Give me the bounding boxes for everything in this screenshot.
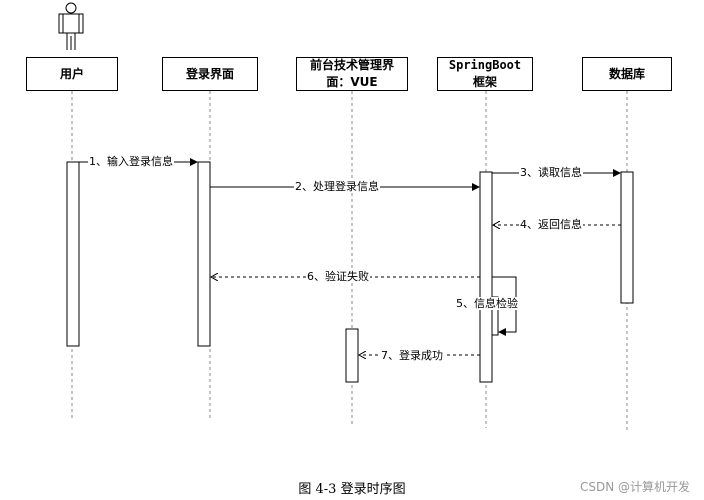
participant-springboot-label-line2: 框架 xyxy=(472,75,497,89)
participant-springboot: SpringBoot 框架 xyxy=(437,57,533,91)
actor-icon xyxy=(58,2,84,50)
watermark: CSDN @计算机开发 xyxy=(580,480,691,494)
participant-database: 数据库 xyxy=(582,57,672,91)
participant-frontend: 前台技术管理界 面：VUE xyxy=(296,57,408,91)
activation-database xyxy=(620,171,634,304)
participant-frontend-label-line2: 面：VUE xyxy=(326,75,378,89)
activation-login-ui xyxy=(197,161,211,347)
message-2-label: 2、处理登录信息 xyxy=(294,180,380,193)
participant-user-label: 用户 xyxy=(59,66,84,81)
participant-database-label: 数据库 xyxy=(608,66,645,81)
activation-user xyxy=(66,161,80,347)
activation-frontend xyxy=(345,328,359,383)
activation-springboot xyxy=(479,171,493,383)
participant-user: 用户 xyxy=(26,57,118,91)
figure-caption: 图 4-3 登录时序图 xyxy=(298,482,406,497)
participant-frontend-label-line1: 前台技术管理界 xyxy=(309,58,394,72)
message-7-label: 7、登录成功 xyxy=(380,349,444,362)
message-6-label: 6、验证失败 xyxy=(306,270,370,283)
participant-springboot-label-line1: SpringBoot xyxy=(448,58,522,72)
message-5-label: 5、信息检验 xyxy=(455,297,519,310)
message-4-label: 4、返回信息 xyxy=(519,218,583,231)
participant-login-ui: 登录界面 xyxy=(162,57,258,91)
participant-login-ui-label: 登录界面 xyxy=(185,66,234,81)
message-3-label: 3、读取信息 xyxy=(519,166,583,179)
message-1-label: 1、输入登录信息 xyxy=(88,155,174,168)
